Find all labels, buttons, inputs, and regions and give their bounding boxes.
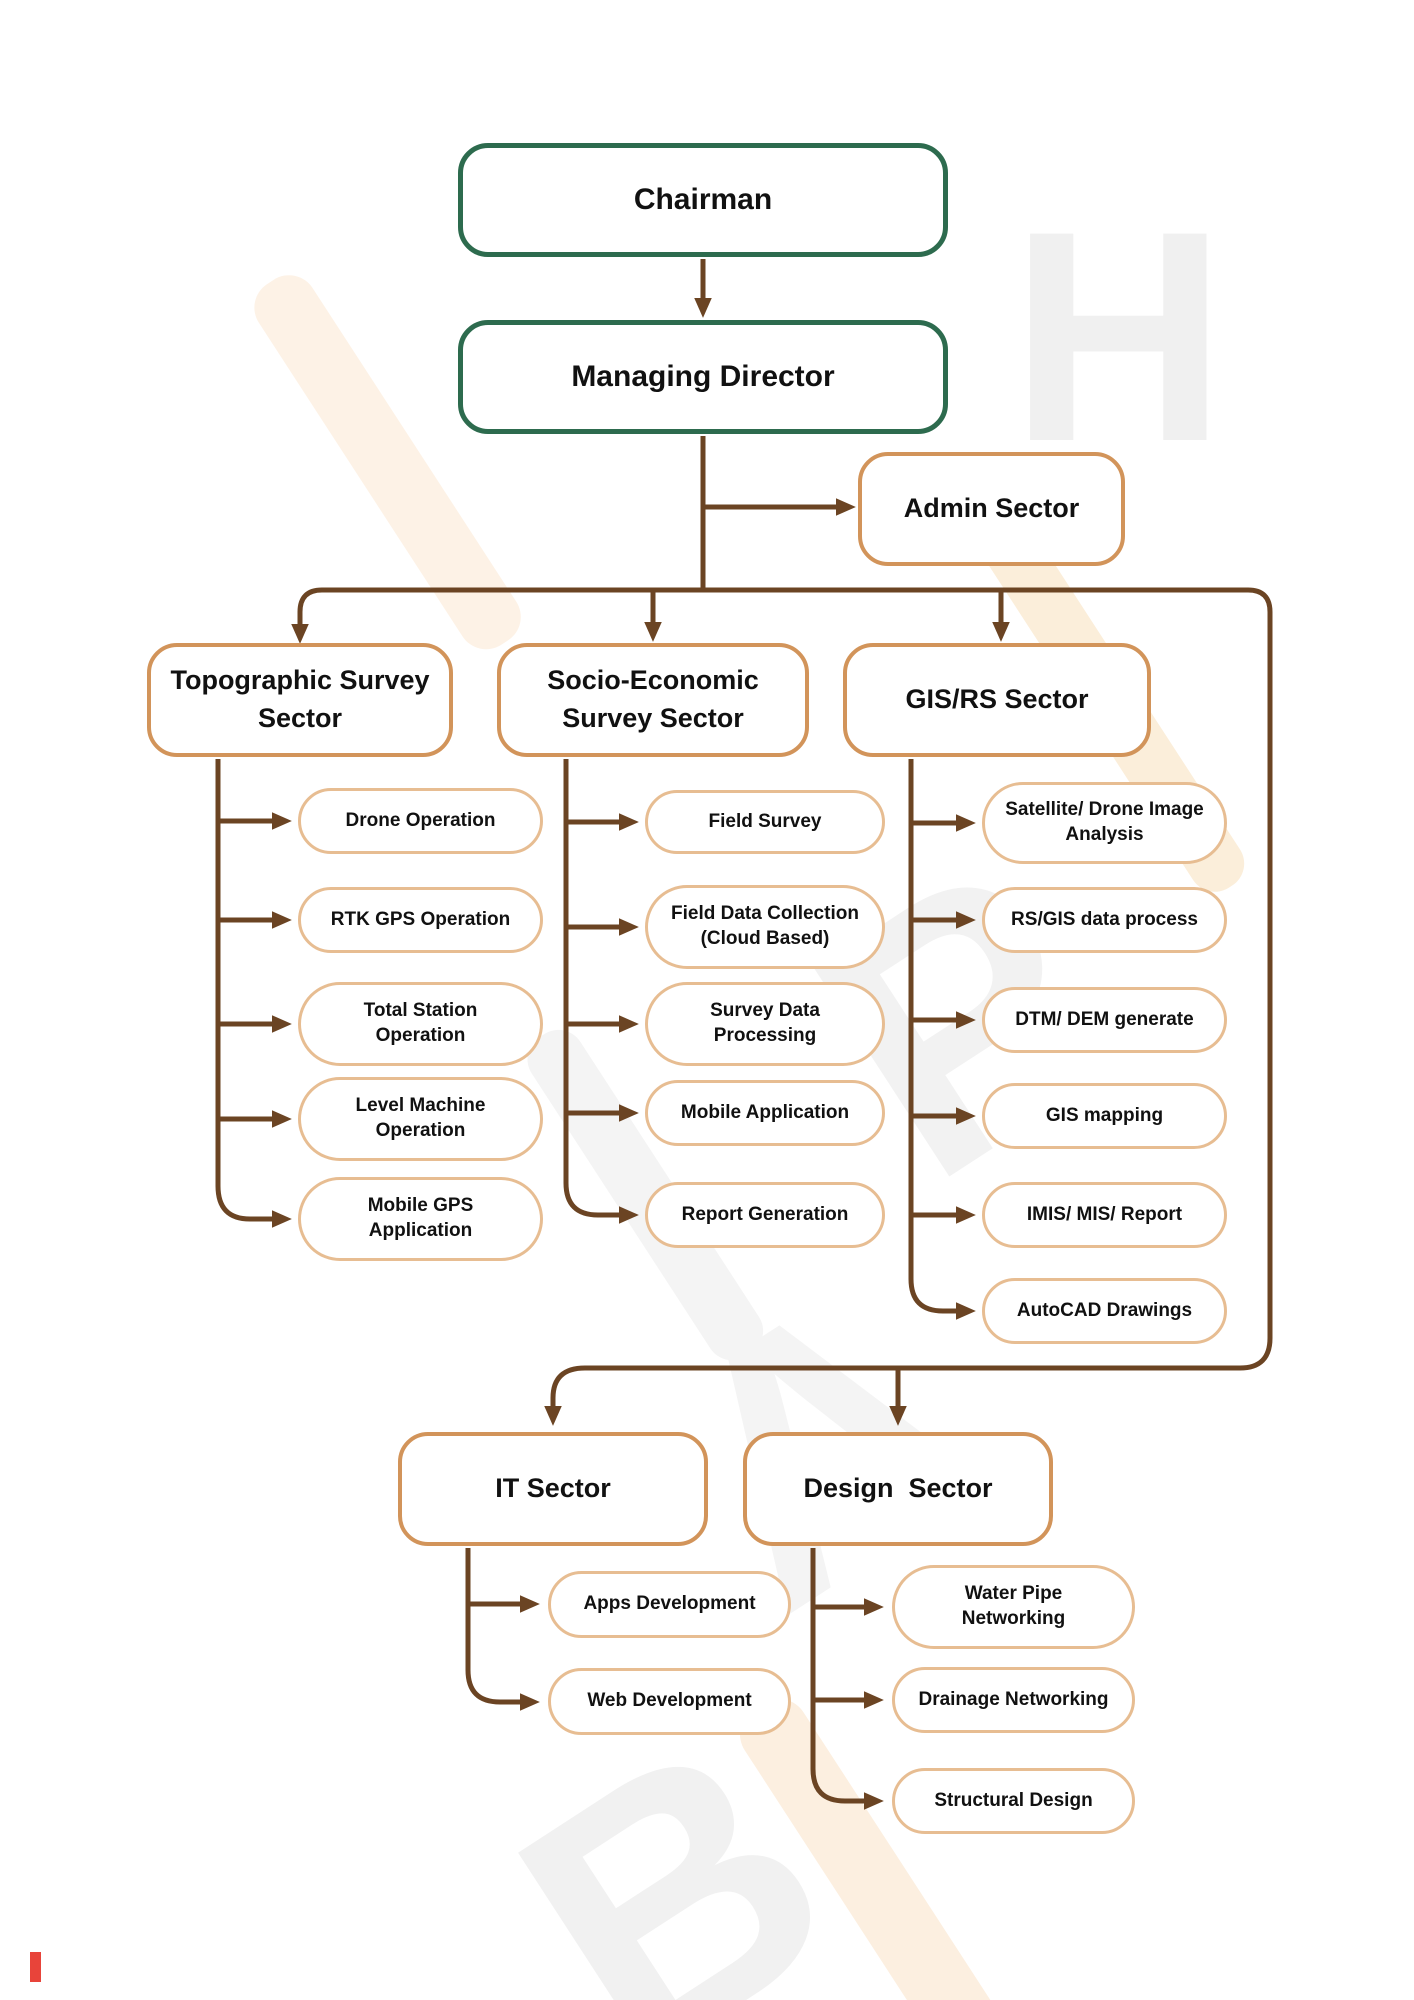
item-structural-design: Structural Design [892,1768,1135,1834]
node-sector-socio-economic: Socio-Economic Survey Sector [497,643,809,757]
item-dtm-dem-generate: DTM/ DEM generate [982,987,1227,1053]
red-mark [30,1952,41,1982]
item-autocad-drawings: AutoCAD Drawings [982,1278,1227,1344]
item-drone-operation: Drone Operation [298,788,543,854]
item-drainage-networking: Drainage Networking [892,1667,1135,1733]
item-gis-mapping: GIS mapping [982,1083,1227,1149]
node-sector-gis-rs: GIS/RS Sector [843,643,1151,757]
item-apps-development: Apps Development [548,1571,791,1638]
node-chairman: Chairman [458,143,948,257]
item-report-generation: Report Generation [645,1182,885,1248]
item-mobile-gps-application: Mobile GPS Application [298,1177,543,1261]
item-total-station-operation: Total Station Operation [298,982,543,1066]
item-rtk-gps-operation: RTK GPS Operation [298,887,543,953]
item-imis-mis-report: IMIS/ MIS/ Report [982,1182,1227,1248]
item-field-survey: Field Survey [645,790,885,854]
node-sector-it: IT Sector [398,1432,708,1546]
node-sector-topographic: Topographic Survey Sector [147,643,453,757]
item-water-pipe-networking: Water Pipe Networking [892,1565,1135,1649]
item-field-data-collection: Field Data Collection (Cloud Based) [645,885,885,969]
node-managing-director: Managing Director [458,320,948,434]
watermark-letter: H [1010,168,1227,504]
item-survey-data-processing: Survey Data Processing [645,982,885,1066]
item-mobile-application: Mobile Application [645,1080,885,1146]
item-satellite-drone-image-analysis: Satellite/ Drone Image Analysis [982,782,1227,864]
item-rs-gis-data-process: RS/GIS data process [982,887,1227,953]
node-sector-design: Design Sector [743,1432,1053,1546]
item-web-development: Web Development [548,1668,791,1735]
item-level-machine-operation: Level Machine Operation [298,1077,543,1161]
node-admin-sector: Admin Sector [858,452,1125,566]
